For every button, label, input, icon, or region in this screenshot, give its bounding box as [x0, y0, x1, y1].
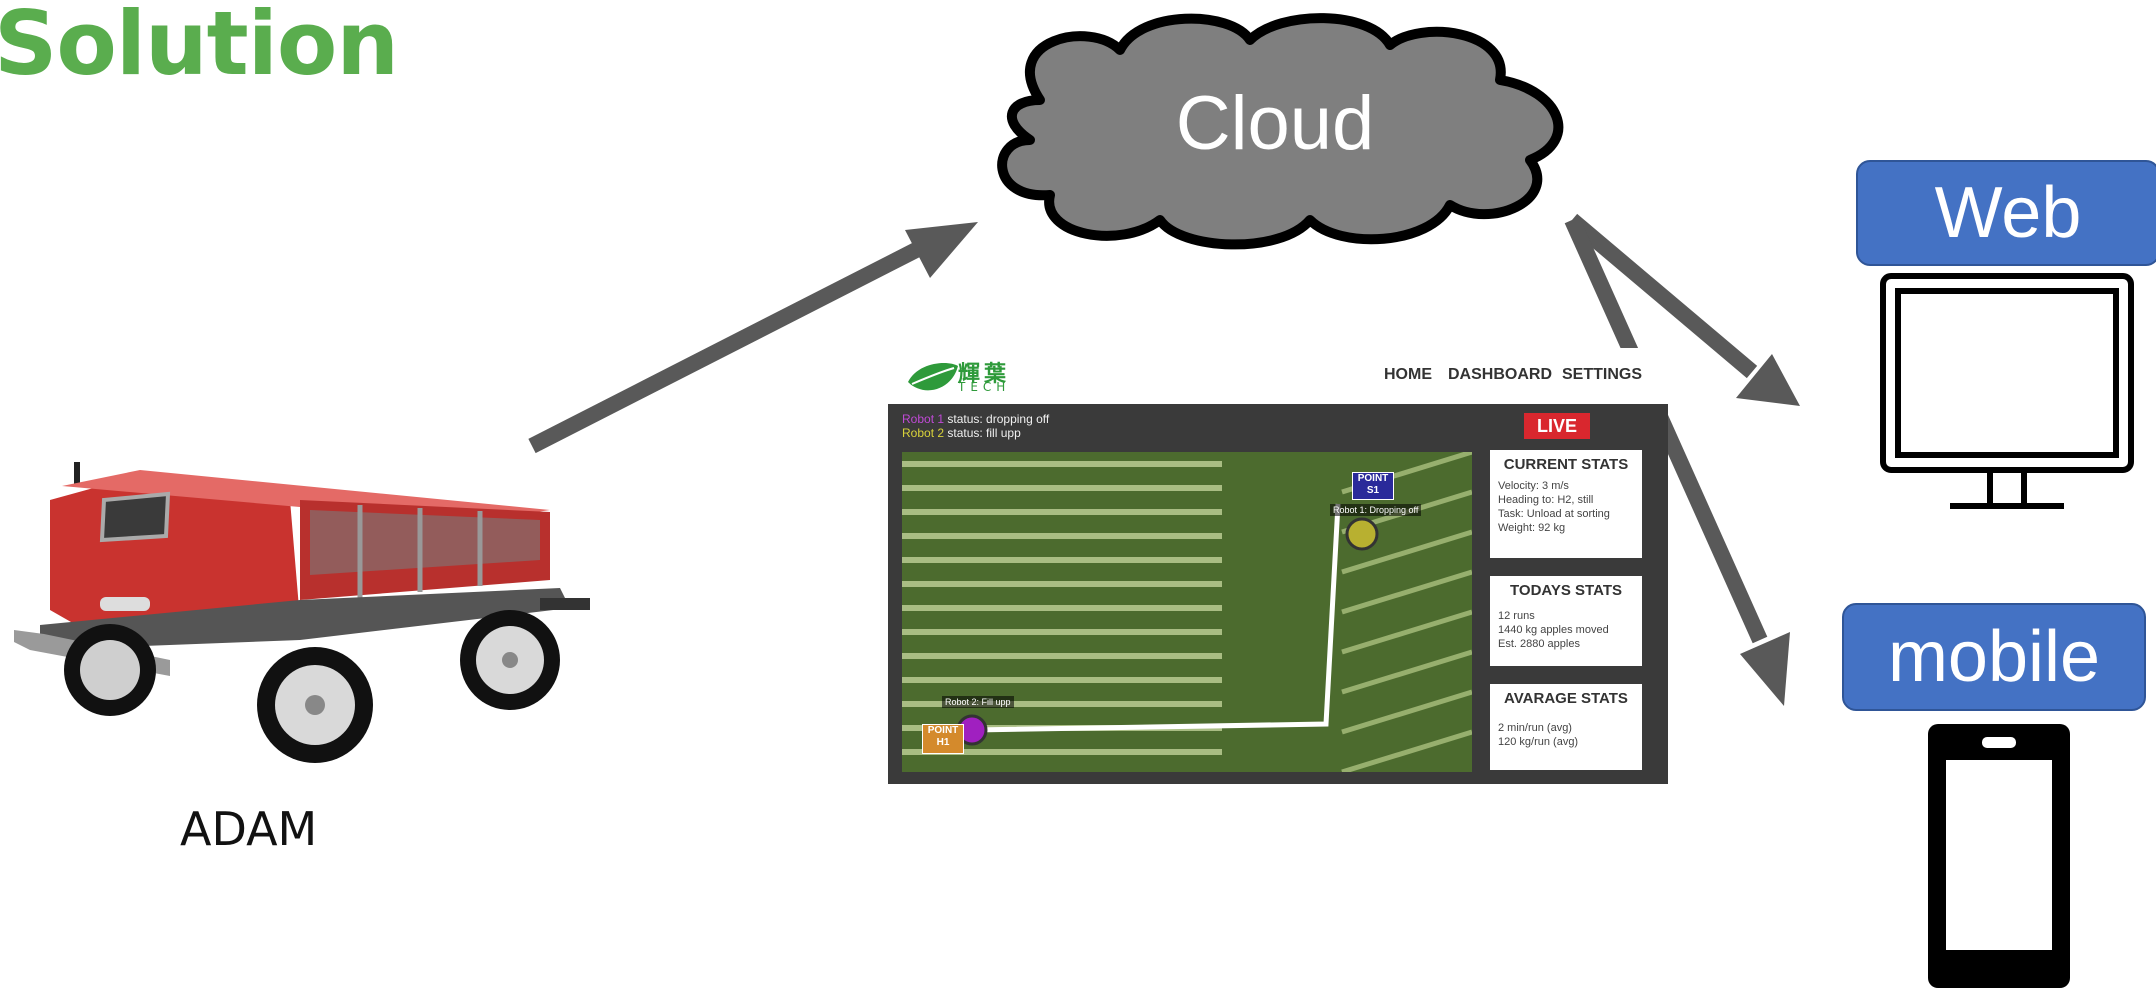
point-s1-line1: POINT: [1357, 473, 1389, 484]
robot1-map-label: Robot 1: Dropping off: [1330, 504, 1422, 516]
web-client-box: Web: [1856, 160, 2156, 266]
avarage-stats-card: AVARAGE STATS 2 min/run (avg) 120 kg/run…: [1490, 684, 1642, 770]
robot2-name: Robot 2: [902, 426, 945, 440]
current-stats-line: Task: Unload at sorting: [1498, 508, 1610, 520]
live-badge: LIVE: [1524, 413, 1590, 439]
point-s1-line2: S1: [1366, 485, 1380, 496]
dashboard-preview: 輝葉 TECH HOME DASHBOARD SETTINGS Robot 1 …: [888, 348, 1668, 784]
current-stats-line: Heading to: H2, still: [1498, 494, 1594, 506]
robot1-name: Robot 1: [902, 412, 945, 426]
dashboard-panel: Robot 1 status: dropping off Robot 2 sta…: [888, 404, 1668, 784]
robot1-status-text: status: dropping off: [944, 412, 1050, 426]
slide-title: Solution: [0, 0, 399, 95]
robot1-status: Robot 1 status: dropping off: [902, 412, 1049, 426]
todays-stats-line: 12 runs: [1498, 610, 1535, 622]
current-stats-title: CURRENT STATS: [1503, 456, 1629, 473]
brand-subtitle: TECH: [958, 380, 1011, 394]
nav-settings-link[interactable]: SETTINGS: [1562, 366, 1643, 383]
todays-stats-title: TODAYS STATS: [1510, 582, 1622, 599]
avarage-stats-line: 120 kg/run (avg): [1498, 736, 1579, 748]
brand-name: 輝葉: [958, 362, 1011, 387]
robot2-status: Robot 2 status: fill upp: [902, 426, 1021, 440]
current-stats-line: Velocity: 3 m/s: [1498, 480, 1569, 492]
arrow-cloud-to-web: [1566, 213, 1800, 406]
current-stats-card: CURRENT STATS Velocity: 3 m/s Heading to…: [1490, 450, 1642, 558]
avarage-stats-title: AVARAGE STATS: [1504, 690, 1628, 707]
current-stats-line: Weight: 92 kg: [1498, 522, 1566, 534]
cloud-label: Cloud: [1175, 81, 1375, 166]
todays-stats-line: Est. 2880 apples: [1498, 638, 1580, 650]
leaf-logo-icon: [908, 363, 958, 391]
point-h1-line1: POINT: [927, 725, 959, 736]
monitor-icon: [1880, 273, 2134, 509]
nav-home-link[interactable]: HOME: [1384, 366, 1432, 383]
arrow-robot-to-cloud: [528, 222, 978, 454]
robot2-status-text: status: fill upp: [944, 426, 1021, 440]
mobile-client-box: mobile: [1842, 603, 2146, 711]
robot2-map-label: Robot 2: Fill upp: [942, 696, 1014, 708]
orchard-aerial-image: [902, 452, 1472, 772]
robot-name-label: ADAM: [180, 802, 318, 856]
point-h1-line2: H1: [936, 737, 950, 748]
cloud-shape: [997, 13, 1564, 250]
phone-icon: [1928, 724, 2070, 988]
adam-robot-image: [14, 462, 590, 763]
avarage-stats-line: 2 min/run (avg): [1498, 722, 1572, 734]
todays-stats-card: TODAYS STATS 12 runs 1440 kg apples move…: [1490, 576, 1642, 666]
todays-stats-line: 1440 kg apples moved: [1498, 624, 1609, 636]
nav-dashboard-link[interactable]: DASHBOARD: [1448, 366, 1552, 383]
robot1-marker: [1345, 517, 1379, 551]
